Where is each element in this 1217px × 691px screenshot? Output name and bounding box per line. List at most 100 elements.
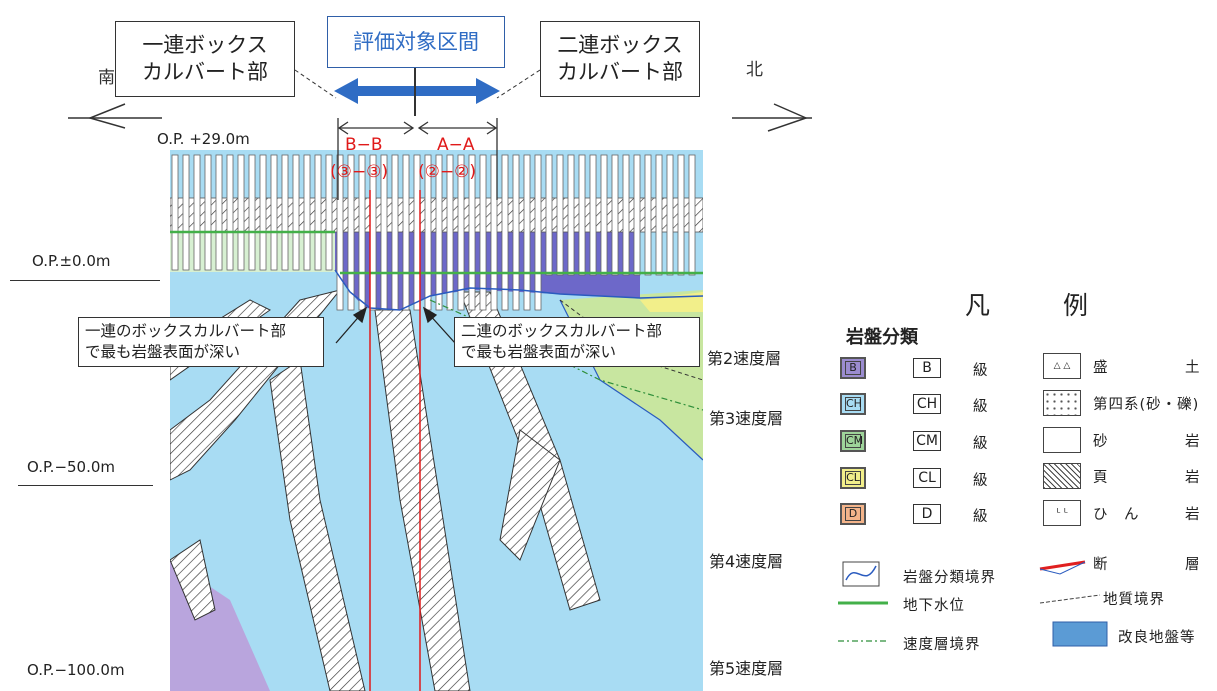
rock-class-label: CL xyxy=(913,468,941,488)
rock-class-swatch-code: D xyxy=(845,507,861,521)
pile-columns xyxy=(171,154,696,311)
rock-type-name: 頁 xyxy=(1093,470,1109,486)
rock-type-name: 砂 xyxy=(1093,434,1109,450)
pile xyxy=(545,154,553,276)
pile xyxy=(391,154,399,311)
rock-class-boundary xyxy=(334,269,703,311)
velocity-layer-4-label: 第4速度層 xyxy=(709,552,784,571)
rock-class-swatch: CL xyxy=(840,467,866,489)
rock-class-grade: 級 xyxy=(973,363,989,379)
groundwater-line xyxy=(170,230,703,275)
double-box-culvert-callout: 二連ボックス カルバート部 xyxy=(540,21,700,97)
elevation-top-label: O.P. +29.0m xyxy=(157,130,250,148)
section-aa-label: A−A xyxy=(437,135,475,155)
note-right-line1: 二連のボックスカルバート部 xyxy=(461,322,663,340)
pile xyxy=(666,154,674,276)
rock-class-swatch-code: CL xyxy=(845,471,861,485)
pile xyxy=(292,154,300,271)
pile xyxy=(270,154,278,271)
rock-class-label: B xyxy=(913,358,941,378)
velocity-layer-3-label: 第3速度層 xyxy=(709,409,784,428)
note-arrows xyxy=(335,306,456,344)
legend-fault-suffix: 層 xyxy=(1185,557,1201,573)
callout-left-line1: 一連ボックス xyxy=(142,33,268,57)
elevation-minus50-line xyxy=(18,485,153,486)
legend-groundwater-label: 地下水位 xyxy=(903,598,965,614)
evaluation-range-arrow xyxy=(334,68,500,116)
legend-boundary-label: 岩盤分類境界 xyxy=(903,570,996,586)
rock-class-swatch-code: B xyxy=(845,361,861,375)
callout-left-line2: カルバート部 xyxy=(142,60,268,84)
rock-class-swatch: CH xyxy=(840,393,866,415)
pile xyxy=(325,154,333,271)
pile xyxy=(226,154,234,271)
callout-right-line2: カルバート部 xyxy=(557,60,683,84)
pile xyxy=(446,154,454,311)
pile xyxy=(600,154,608,276)
rock-type-swatch xyxy=(1043,463,1081,489)
pile xyxy=(303,154,311,271)
legend-geo-boundary-label: 地質境界 xyxy=(1103,592,1165,608)
rock-type-suffix: 岩 xyxy=(1185,507,1201,523)
rock-class-title: 岩盤分類 xyxy=(846,327,918,348)
pile xyxy=(402,154,410,311)
rock-class-swatch: B xyxy=(840,357,866,379)
rock-type-name: 盛 xyxy=(1093,360,1109,376)
single-box-culvert-callout: 一連ボックス カルバート部 xyxy=(115,21,295,97)
north-arrow-icon xyxy=(732,103,812,132)
rock-class-label: CM xyxy=(913,431,941,451)
legend-fault-label: 断 xyxy=(1093,557,1109,573)
pile xyxy=(237,154,245,271)
pile xyxy=(556,154,564,276)
pile xyxy=(578,154,586,276)
rock-class-grade: 級 xyxy=(973,399,989,415)
rock-type-suffix: 土 xyxy=(1185,360,1201,376)
elevation-zero-line xyxy=(10,280,160,281)
rock-type-suffix: 岩 xyxy=(1185,434,1201,450)
rock-class-swatch: CM xyxy=(840,430,866,452)
pile xyxy=(655,154,663,276)
note-left-line1: 一連のボックスカルバート部 xyxy=(85,322,287,340)
rock-type-swatch xyxy=(1043,390,1081,416)
pile xyxy=(468,154,476,311)
elevation-zero-label: O.P.±0.0m xyxy=(32,252,111,270)
legend-title-left: 凡 xyxy=(965,291,991,320)
note-double-culvert: 二連のボックスカルバート部 で最も岩盤表面が深い xyxy=(454,317,700,367)
pile xyxy=(512,154,520,311)
rock-type-name: ひ ん xyxy=(1093,507,1140,523)
rock-type-suffix: 岩 xyxy=(1185,470,1201,486)
pile xyxy=(215,154,223,271)
pile xyxy=(204,154,212,271)
elevation-minus50-label: O.P.−50.0m xyxy=(27,458,116,476)
rock-class-grade: 級 xyxy=(973,436,989,452)
section-bb-sub-label: (③−③) xyxy=(330,162,388,182)
pile xyxy=(490,154,498,311)
rock-class-label: D xyxy=(913,504,941,524)
legend-improved-label: 改良地盤等 xyxy=(1118,630,1196,646)
section-bb-label: B−B xyxy=(345,135,383,155)
pile xyxy=(314,154,322,271)
rock-type-name: 第四系(砂・礫) xyxy=(1093,397,1200,413)
pile xyxy=(171,154,179,271)
pile xyxy=(457,154,465,311)
pile xyxy=(644,154,652,276)
velocity-layer-5-label: 第5速度層 xyxy=(709,659,784,678)
note-single-culvert: 一連のボックスカルバート部 で最も岩盤表面が深い xyxy=(78,317,324,367)
pile xyxy=(259,154,267,271)
pile xyxy=(534,154,542,311)
pile xyxy=(435,154,443,311)
callout-leaders xyxy=(294,69,541,99)
pile xyxy=(193,154,201,271)
pile xyxy=(633,154,641,276)
rock-class-swatch: D xyxy=(840,503,866,525)
callout-right-line1: 二連ボックス xyxy=(557,33,683,57)
pile xyxy=(677,154,685,276)
improved-ground-zone xyxy=(335,232,640,310)
note-left-line2: で最も岩盤表面が深い xyxy=(85,343,241,361)
north-label: 北 xyxy=(746,60,763,80)
rock-class-swatch-code: CM xyxy=(845,434,864,448)
pile xyxy=(281,154,289,271)
rock-type-swatch: △ △ xyxy=(1043,353,1081,379)
pile xyxy=(479,154,487,311)
